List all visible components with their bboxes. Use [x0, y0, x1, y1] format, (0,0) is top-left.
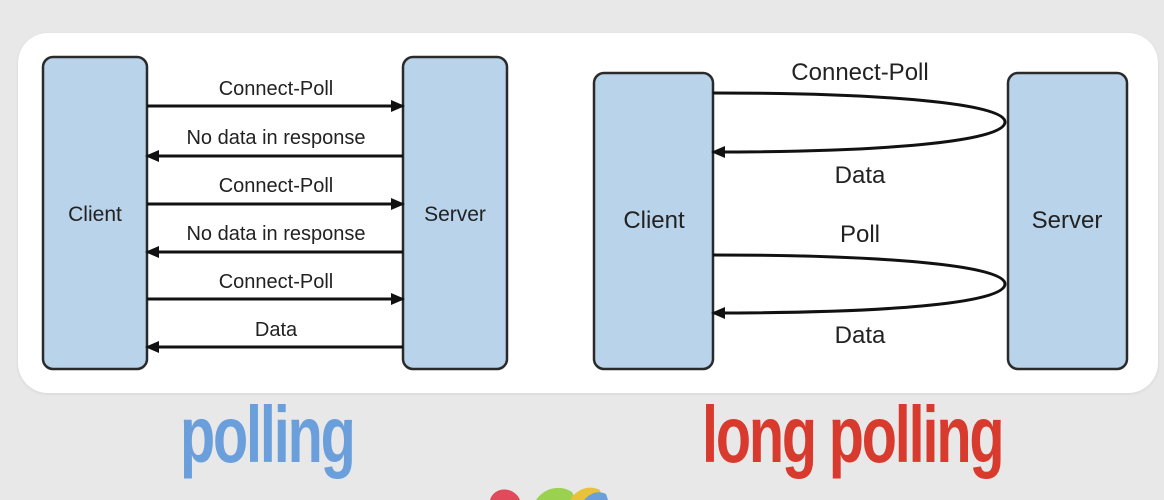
long-polling-message-label: Poll: [840, 221, 880, 248]
long-polling-client-label: Client: [623, 207, 685, 234]
long-polling-server-label: Server: [1032, 207, 1103, 234]
polling-diagram: Client Server Connect-Poll No data in re…: [41, 55, 509, 371]
polling-message-label: Connect-Poll: [219, 271, 334, 293]
long-polling-message-label: Data: [835, 162, 886, 189]
diagram-card: [18, 33, 1158, 393]
long-polling-client-box: [592, 71, 715, 371]
long-polling-diagram: Client Server Connect-Poll Data Poll Dat…: [592, 59, 1129, 371]
long-polling-caption: long polling: [702, 390, 1005, 479]
polling-client-box: [41, 55, 149, 371]
long-polling-message-label: Connect-Poll: [791, 59, 928, 86]
polling-message-label: No data in response: [186, 127, 365, 149]
long-polling-poll-loop: [711, 253, 1007, 319]
polling-message-label: Connect-Poll: [219, 78, 334, 100]
long-polling-server-box: [1006, 71, 1129, 371]
logo-icon: [490, 487, 608, 500]
polling-caption: polling: [180, 390, 356, 479]
long-polling-connect-poll-loop: [711, 91, 1007, 158]
polling-message-label: No data in response: [186, 223, 365, 245]
polling-server-label: Server: [424, 203, 486, 226]
polling-client-label: Client: [68, 203, 122, 226]
polling-message-label: Data: [255, 319, 298, 341]
long-polling-message-label: Data: [835, 322, 886, 349]
polling-message-label: Connect-Poll: [219, 175, 334, 197]
polling-server-box: [401, 55, 509, 371]
